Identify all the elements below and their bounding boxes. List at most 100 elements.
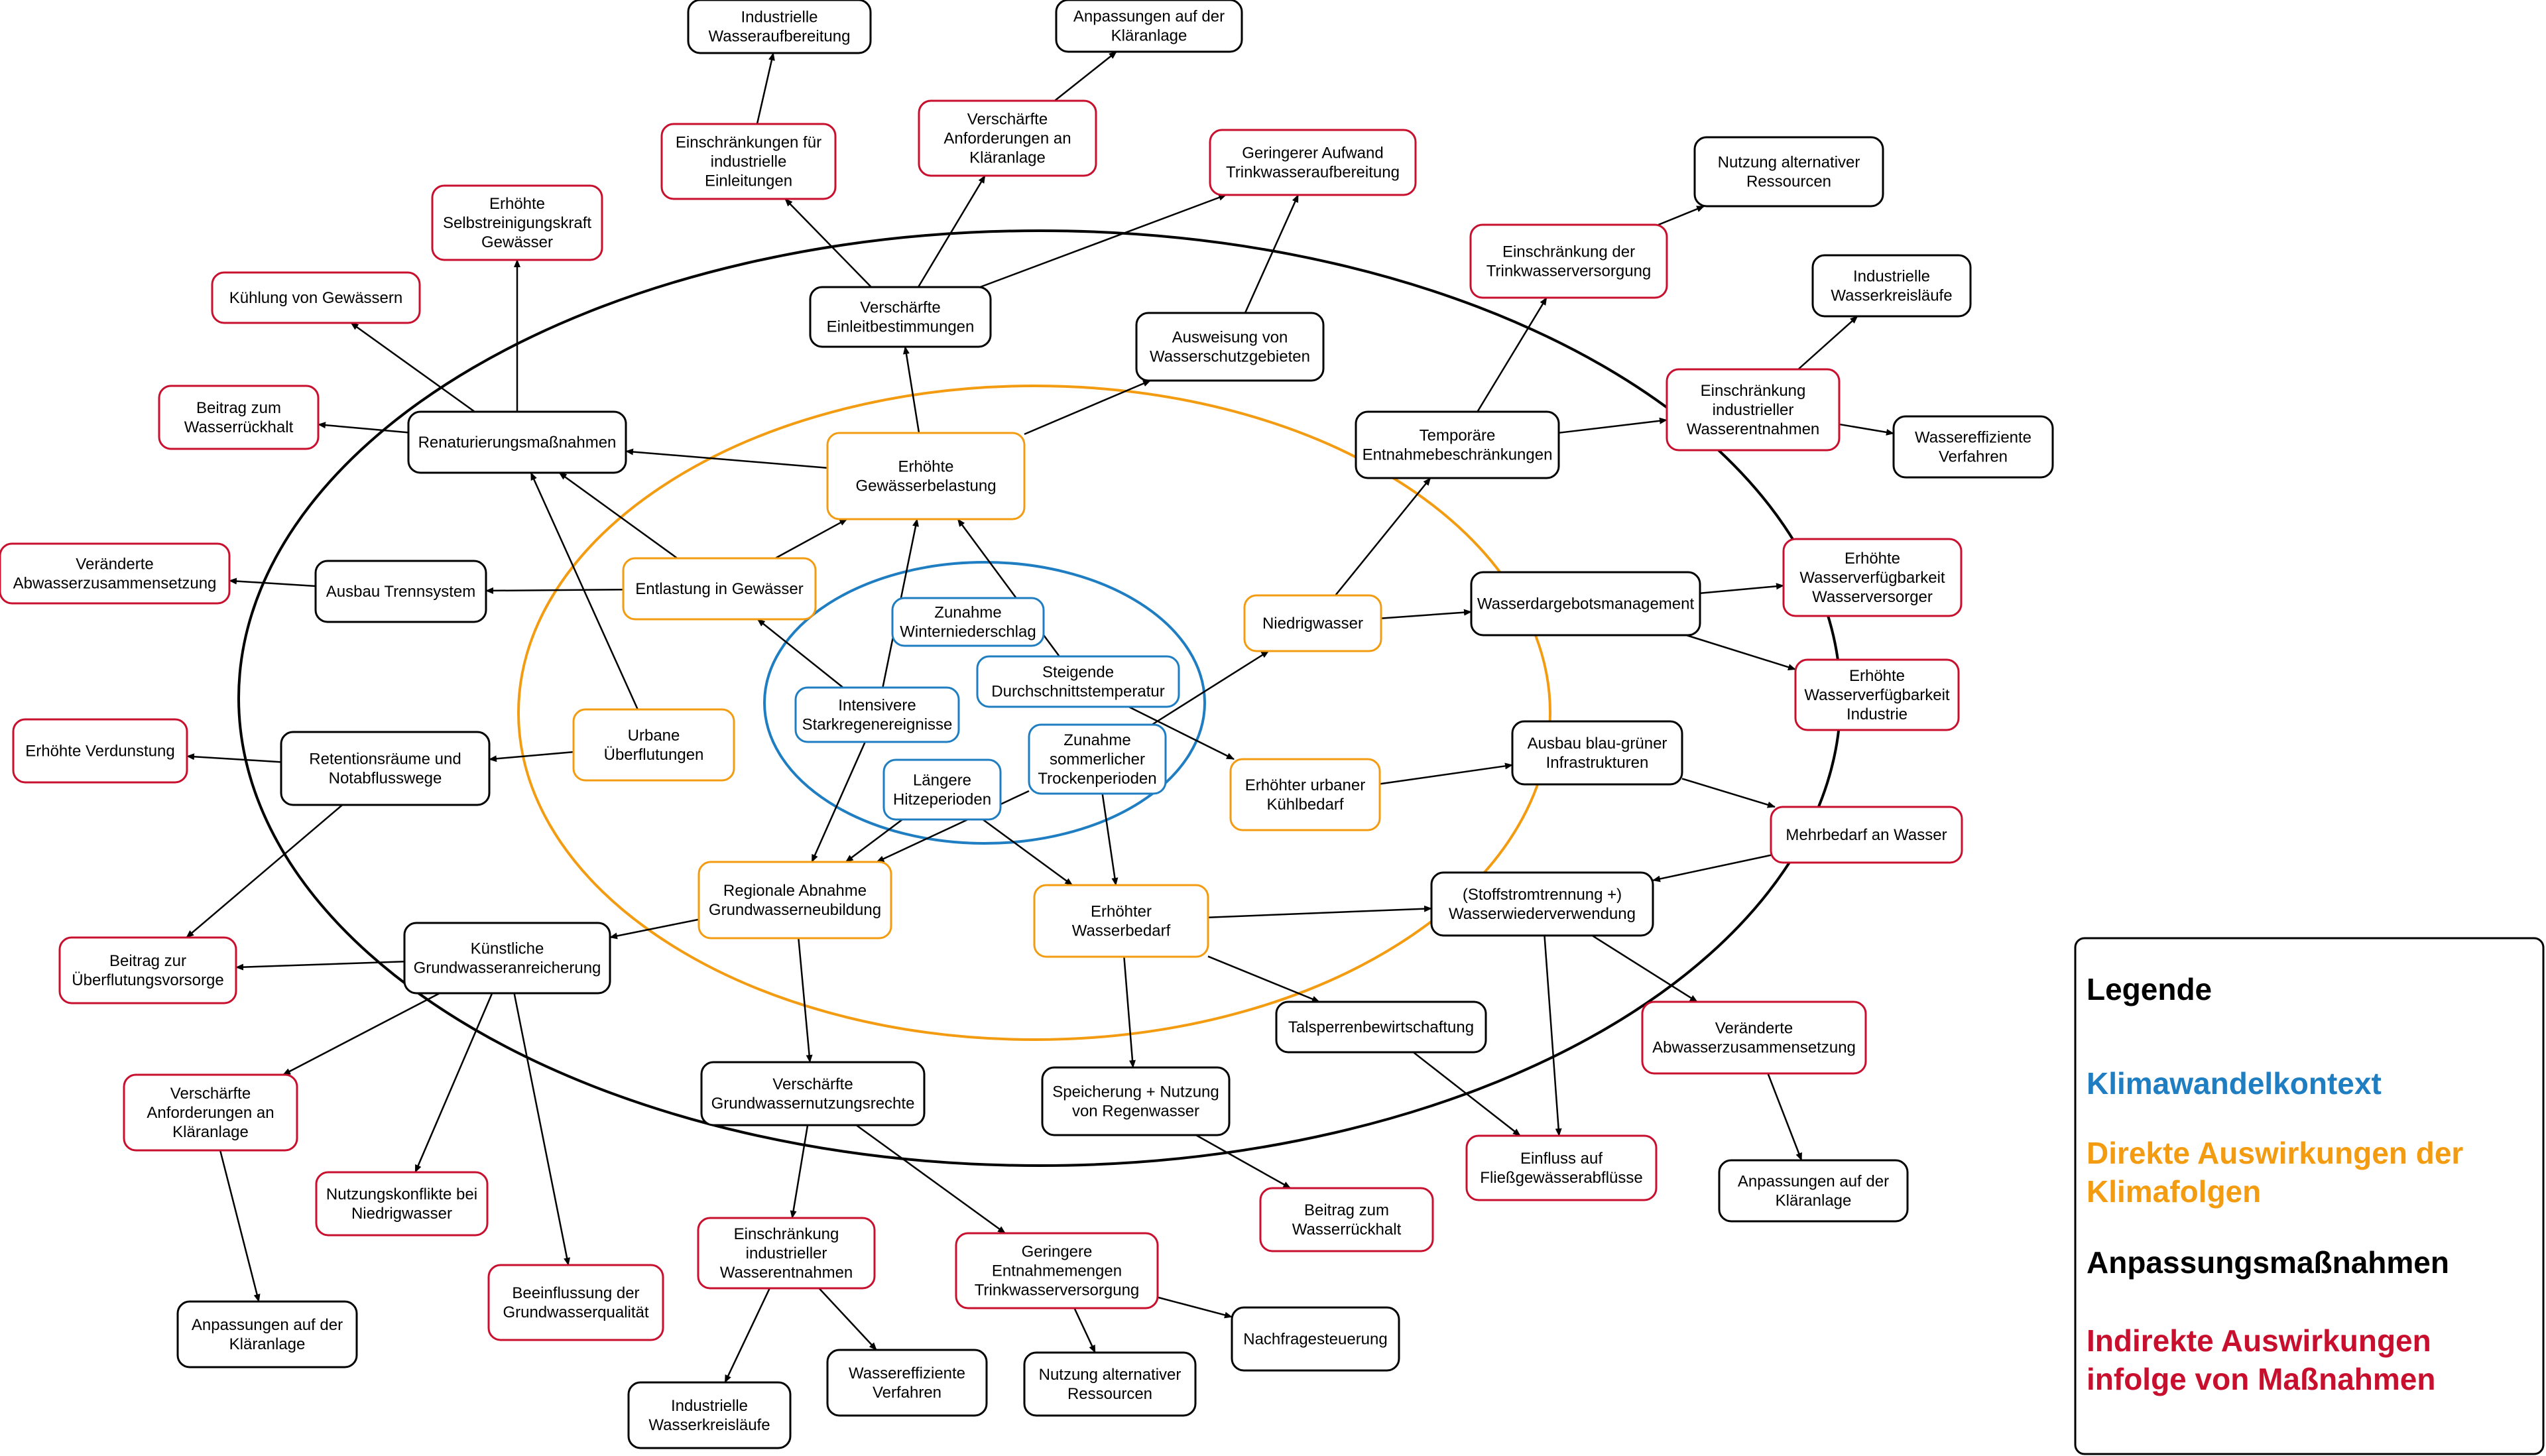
- node-label: Wasseraufbereitung: [709, 28, 851, 46]
- node-box: [176, 1300, 358, 1368]
- node-box: [1693, 136, 1884, 208]
- node-box: [700, 1061, 926, 1126]
- node-label: Grundwassernutzungsrechte: [711, 1095, 915, 1113]
- edge-gwrecht-to-einschr_ind2: [790, 1124, 809, 1219]
- node-label: Verschärfte: [772, 1075, 853, 1093]
- node-label: Urbane: [628, 727, 680, 745]
- node-label: Trockenperioden: [1038, 770, 1156, 788]
- node-mehrbedarf: Mehrbedarf an Wasser: [1770, 806, 1963, 864]
- node-trenn: Ausbau Trennsystem: [314, 560, 487, 623]
- edge-einschr_tw-to-altres1: [1658, 205, 1705, 226]
- edge-trenn-to-abw1: [229, 577, 316, 587]
- edge-blaugruen-to-mehrbedarf: [1681, 778, 1776, 808]
- edge-gwanr-to-ueberflut: [235, 961, 405, 971]
- node-box: [1229, 758, 1381, 831]
- node-label: Einfluss auf: [1520, 1150, 1603, 1168]
- node-label: Beitrag zum: [196, 399, 281, 417]
- node-label: Wasserschutzgebieten: [1150, 348, 1310, 366]
- node-box: [58, 936, 237, 1004]
- edge-wbedarf-to-stoff: [1207, 905, 1432, 918]
- edge-renat-to-rueckhalt1: [318, 422, 409, 434]
- node-label: Verfahren: [873, 1384, 941, 1402]
- node-label: Kläranlage: [172, 1123, 249, 1141]
- edge-einleit-to-einschr_ind_einl: [784, 198, 872, 288]
- node-einschr_ind1: EinschränkungindustriellerWasserentnahme…: [1666, 368, 1841, 452]
- node-label: Trinkwasserversorgung: [1486, 263, 1652, 280]
- node-verf_wv: ErhöhteWasserverfügbarkeitWasserversorge…: [1782, 538, 1963, 617]
- node-label: Veränderte: [1715, 1020, 1793, 1038]
- node-label: Selbstreinigungskraft: [443, 214, 591, 232]
- node-label: Wasserdargebotsmanagement: [1477, 595, 1695, 613]
- node-label: Erhöhte Verdunstung: [25, 743, 175, 760]
- node-label: Wasserversorger: [1812, 588, 1933, 606]
- node-box: [1430, 871, 1654, 937]
- edge-entlast-to-renat: [558, 471, 678, 560]
- node-label: Intensivere: [838, 697, 916, 715]
- node-label: Einschränkungen für: [676, 134, 821, 152]
- node-box: [403, 922, 611, 995]
- legend-item-adaptation: Anpassungsmaßnahmen: [2087, 1245, 2449, 1280]
- node-label: Überflutungsvorsorge: [72, 971, 223, 989]
- edge-versch_kl2-to-anpklaer3: [219, 1150, 261, 1302]
- edge-entlast-to-gewbel: [774, 518, 848, 560]
- legend-item-direct: Direkte Auswirkungen der: [2087, 1136, 2463, 1170]
- node-box: [826, 432, 1026, 520]
- edge-niedrig-to-wdm: [1380, 609, 1472, 619]
- edge-wbedarf-to-regen: [1123, 956, 1136, 1068]
- edge-einleit-to-geringer_tw: [979, 194, 1227, 288]
- edge-trocken-to-niedrig: [1151, 650, 1270, 726]
- node-box: [955, 1232, 1159, 1309]
- node-label: Verschärfte: [967, 111, 1048, 129]
- edge-einschr_ind_einl-to-induauf: [756, 52, 775, 125]
- node-label: Verfahren: [1939, 448, 2008, 466]
- node-label: Wasserkreisläufe: [1831, 287, 1952, 305]
- node-label: Geringere: [1022, 1243, 1093, 1261]
- node-label: Industrie: [1847, 705, 1908, 723]
- node-box: [1135, 312, 1325, 382]
- node-einschr_ind_einl: Einschränkungen fürindustrielleEinleitun…: [660, 123, 837, 200]
- edge-wdm-to-verf_wv: [1699, 583, 1784, 594]
- node-label: Fließgewässerabflüsse: [1480, 1169, 1642, 1187]
- node-box: [1794, 658, 1960, 731]
- node-kuehlung: Kühlung von Gewässern: [211, 271, 421, 324]
- node-label: Wasserkreisläufe: [648, 1416, 770, 1434]
- legend-item-indirect: Indirekte Auswirkungen: [2087, 1323, 2431, 1358]
- node-label: Nutzung alternativer: [1039, 1366, 1182, 1384]
- node-label: Industrielle: [1853, 268, 1930, 286]
- node-box: [687, 0, 872, 54]
- node-label: Speicherung + Nutzung: [1052, 1083, 1219, 1101]
- node-label: Gewässer: [481, 233, 553, 251]
- node-label: Beeinflussung der: [512, 1284, 639, 1302]
- node-box: [1465, 1134, 1658, 1201]
- node-label: Einschränkung: [1701, 382, 1806, 400]
- node-label: Mehrbedarf an Wasser: [1786, 826, 1947, 844]
- legend-box: [2074, 937, 2545, 1455]
- node-einschr_ind2: EinschränkungindustriellerWasserentnahme…: [697, 1217, 876, 1290]
- node-label: Renaturierungsmaßnahmen: [418, 434, 617, 452]
- edge-wdm-to-verf_ind: [1685, 634, 1796, 671]
- node-box: [1666, 368, 1841, 452]
- node-label: Regionale Abnahme: [723, 882, 867, 900]
- node-label: Wasserverfügbarkeit: [1804, 686, 1950, 704]
- node-label: Gewässerbelastung: [855, 477, 996, 495]
- edge-trocken-to-wbedarf: [1101, 793, 1119, 886]
- edge-gwrecht-to-geringer_ent: [855, 1124, 1006, 1235]
- node-box: [622, 557, 817, 621]
